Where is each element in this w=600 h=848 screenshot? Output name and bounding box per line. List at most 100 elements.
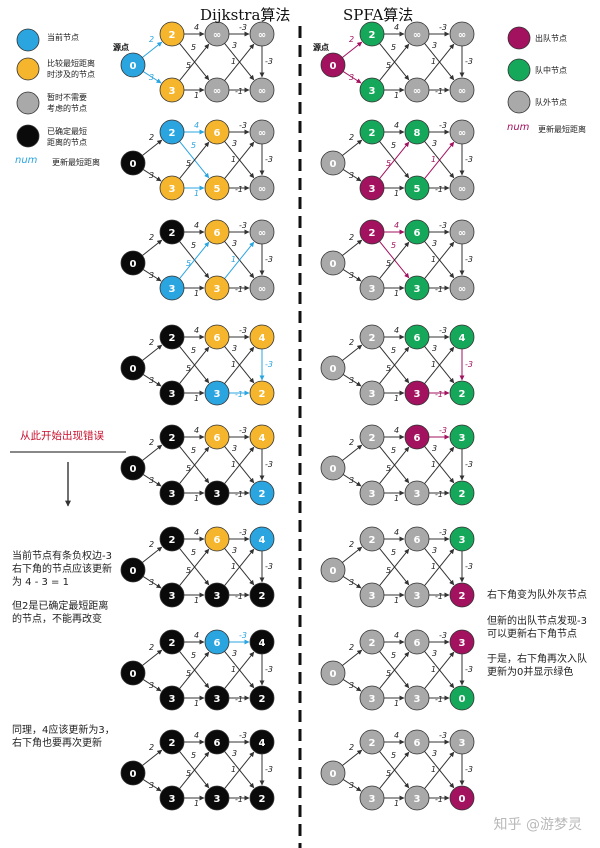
edge-weight-label: 5 bbox=[386, 566, 391, 575]
edge-weight-label: -3 bbox=[465, 255, 473, 264]
edge-weight-label: 1 bbox=[231, 360, 236, 369]
node-distance-label: 5 bbox=[414, 184, 421, 195]
edge-weight-label: -1 bbox=[235, 185, 243, 194]
graph-node-1 bbox=[359, 219, 385, 245]
node-distance-label: ∞ bbox=[258, 86, 266, 97]
graph-node-1 bbox=[359, 424, 385, 450]
graph-node-3 bbox=[404, 424, 430, 450]
graph-node-4 bbox=[204, 77, 230, 103]
graph-node-1 bbox=[359, 629, 385, 655]
graph-node-1 bbox=[359, 526, 385, 552]
node-distance-label: 3 bbox=[369, 184, 376, 195]
graph-node-4 bbox=[204, 480, 230, 506]
edge-weight-label: 5 bbox=[186, 464, 191, 473]
edge-weight-label: 5 bbox=[191, 43, 196, 52]
edge-0-1 bbox=[342, 749, 363, 766]
edge-weight-label: 1 bbox=[431, 460, 436, 469]
explain-note-1: 当前节点有条负权边-3 右下角的节点应该更新 为 4 - 3 = 1 bbox=[12, 551, 112, 588]
graph-node-3 bbox=[404, 729, 430, 755]
graph-node-4 bbox=[404, 175, 430, 201]
edge-weight-label: 3 bbox=[149, 271, 154, 280]
node-distance-label: 3 bbox=[414, 489, 421, 500]
node-distance-label: 2 bbox=[169, 333, 176, 344]
node-distance-label: 6 bbox=[214, 535, 221, 546]
graph-node-0 bbox=[120, 250, 146, 276]
edge-weight-label: 5 bbox=[191, 651, 196, 660]
edge-weight-label: -1 bbox=[435, 285, 443, 294]
node-distance-label: 3 bbox=[169, 694, 176, 705]
edge-weight-label: 3 bbox=[149, 781, 154, 790]
node-distance-label: 3 bbox=[369, 284, 376, 295]
node-distance-label: ∞ bbox=[258, 128, 266, 139]
graph-node-0 bbox=[120, 52, 146, 78]
graph-node-1 bbox=[159, 424, 185, 450]
spfa-note-1: 右下角变为队外灰节点 bbox=[487, 590, 587, 601]
edge-weight-label: -1 bbox=[235, 87, 243, 96]
node-distance-label: 0 bbox=[130, 159, 137, 170]
node-distance-label: 0 bbox=[330, 769, 337, 780]
graph-node-3 bbox=[204, 119, 230, 145]
node-distance-label: 3 bbox=[369, 389, 376, 400]
edge-weight-label: -3 bbox=[439, 23, 447, 32]
edge-weight-label: 1 bbox=[194, 91, 199, 100]
edge-weight-label: 3 bbox=[432, 41, 437, 50]
edge-weight-label: -1 bbox=[435, 390, 443, 399]
edge-weight-label: 3 bbox=[432, 139, 437, 148]
node-distance-label: 0 bbox=[130, 769, 137, 780]
edge-0-1 bbox=[142, 139, 163, 156]
watermark: 知乎 @游梦灵 bbox=[493, 817, 582, 833]
node-distance-label: 3 bbox=[169, 591, 176, 602]
graph-node-1 bbox=[159, 324, 185, 350]
edge-4-5 bbox=[224, 346, 255, 384]
edge-weight-label: 5 bbox=[391, 141, 396, 150]
edge-weight-label: 3 bbox=[349, 476, 354, 485]
node-distance-label: 0 bbox=[330, 259, 337, 270]
graph-node-1 bbox=[159, 21, 185, 47]
edge-4-5 bbox=[424, 141, 455, 179]
source-label: 源点 bbox=[113, 42, 129, 52]
graph-node-2 bbox=[359, 685, 385, 711]
edge-weight-label: -3 bbox=[439, 731, 447, 740]
edge-weight-label: 5 bbox=[191, 751, 196, 760]
edge-weight-label: 1 bbox=[431, 255, 436, 264]
edge-weight-label: 1 bbox=[394, 699, 399, 708]
edge-weight-label: 1 bbox=[231, 765, 236, 774]
edge-weight-label: 3 bbox=[432, 344, 437, 353]
edge-weight-label: 3 bbox=[232, 444, 237, 453]
node-distance-label: ∞ bbox=[258, 184, 266, 195]
edge-weight-label: 1 bbox=[394, 189, 399, 198]
edge-weight-label: -3 bbox=[265, 360, 273, 369]
edge-weight-label: 2 bbox=[349, 338, 354, 347]
edge-weight-label: 5 bbox=[386, 159, 391, 168]
node-distance-label: 2 bbox=[369, 228, 376, 239]
graph-node-1 bbox=[159, 629, 185, 655]
edge-weight-label: -1 bbox=[235, 390, 243, 399]
edge-weight-label: -1 bbox=[435, 185, 443, 194]
edge-weight-label: 1 bbox=[394, 289, 399, 298]
edge-weight-label: 2 bbox=[149, 35, 154, 44]
node-distance-label: 3 bbox=[369, 694, 376, 705]
node-distance-label: 2 bbox=[169, 638, 176, 649]
edge-2-3 bbox=[379, 751, 410, 789]
edge-weight-label: -3 bbox=[465, 765, 473, 774]
node-distance-label: 3 bbox=[214, 794, 221, 805]
node-distance-label: ∞ bbox=[413, 86, 421, 97]
edge-weight-label: 5 bbox=[191, 548, 196, 557]
graph-node-3 bbox=[204, 21, 230, 47]
node-distance-label: 4 bbox=[259, 638, 266, 649]
edge-weight-label: 4 bbox=[394, 221, 399, 230]
edge-weight-label: 5 bbox=[391, 241, 396, 250]
legend-num-sample-right: num bbox=[507, 122, 530, 133]
edge-weight-label: -3 bbox=[239, 121, 247, 130]
node-distance-label: 3 bbox=[414, 794, 421, 805]
edge-4-5 bbox=[424, 751, 455, 789]
graph-node-0 bbox=[120, 557, 146, 583]
node-distance-label: 2 bbox=[369, 433, 376, 444]
edge-2-3 bbox=[379, 346, 410, 384]
graph-node-3 bbox=[404, 526, 430, 552]
edge-4-5 bbox=[424, 241, 455, 279]
